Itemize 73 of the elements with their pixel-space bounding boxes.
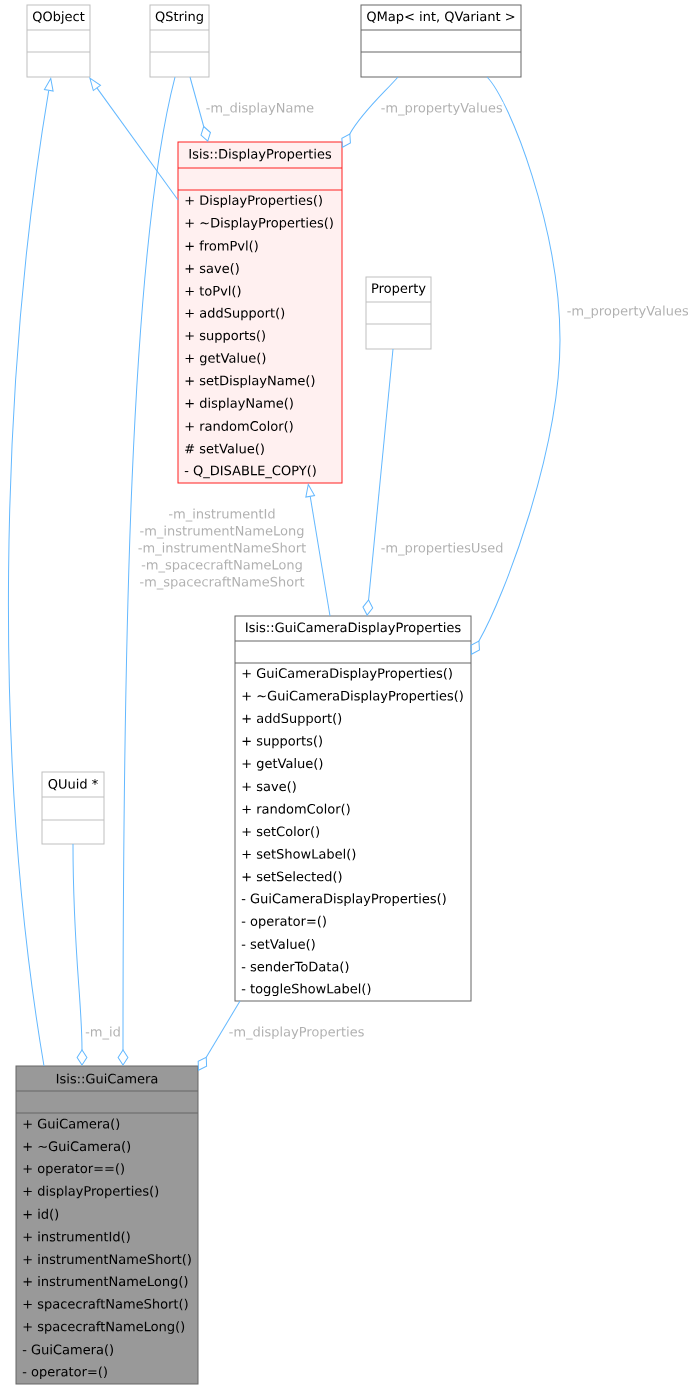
member-function: + ~GuiCamera() bbox=[23, 1141, 131, 1153]
member-function: + instrumentNameShort() bbox=[23, 1254, 191, 1266]
member-function: + displayName() bbox=[185, 397, 293, 411]
member-function: + ~GuiCameraDisplayProperties() bbox=[242, 690, 463, 704]
member-function: + addSupport() bbox=[185, 307, 285, 321]
member-function: + setColor() bbox=[242, 826, 320, 838]
class-box bbox=[149, 4, 210, 78]
class-name: QUuid * bbox=[48, 778, 98, 791]
member-function: - senderToData() bbox=[241, 961, 349, 973]
member-function: + getValue() bbox=[242, 758, 323, 771]
member-function: + DisplayProperties() bbox=[185, 195, 322, 208]
edge-label: -m_propertiesUsed bbox=[380, 542, 504, 556]
member-function: + fromPvl() bbox=[185, 240, 258, 253]
aggregation-line bbox=[362, 348, 394, 616]
class-box bbox=[360, 4, 522, 78]
edge-label: -m_displayProperties bbox=[228, 1026, 365, 1040]
member-function: + spacecraftNameShort() bbox=[23, 1298, 188, 1312]
edge-label: -m_propertyValues bbox=[566, 305, 690, 319]
class-name: QObject bbox=[32, 11, 85, 24]
member-function: - toggleShowLabel() bbox=[241, 983, 371, 997]
member-function: + supports() bbox=[185, 330, 265, 343]
class-name: Isis::DisplayProperties bbox=[189, 148, 332, 162]
member-function: + operator==() bbox=[23, 1163, 124, 1176]
member-function: + instrumentNameLong() bbox=[23, 1276, 188, 1289]
edge-label: -m_id bbox=[84, 1026, 122, 1040]
inheritance-arrow bbox=[305, 483, 331, 617]
member-function: + setDisplayName() bbox=[185, 375, 315, 388]
member-function: - operator=() bbox=[22, 1366, 107, 1379]
edge-label: -m_displayName bbox=[205, 102, 315, 116]
member-function: - GuiCameraDisplayProperties() bbox=[241, 893, 446, 906]
member-function: + spacecraftNameLong() bbox=[23, 1321, 185, 1334]
aggregation-line bbox=[341, 76, 399, 148]
member-function: + toPvl() bbox=[185, 285, 241, 298]
class-box bbox=[26, 4, 91, 78]
class-name: Isis::GuiCameraDisplayProperties bbox=[246, 622, 461, 635]
class-box bbox=[365, 276, 432, 350]
member-function: + displayProperties() bbox=[23, 1185, 159, 1199]
member-function: + randomColor() bbox=[185, 420, 293, 433]
member-function: + GuiCamera() bbox=[23, 1118, 120, 1131]
edge-label: -m_instrumentId -m_instrumentNameLong -m_instrumentNameShort -m_spacecraftNameLong -m_spacecraftNameShort bbox=[135, 508, 309, 590]
class-box bbox=[234, 615, 472, 1002]
inheritance-arrow bbox=[89, 77, 179, 201]
member-function: + supports() bbox=[242, 735, 322, 749]
class-box bbox=[41, 771, 105, 845]
member-function: + setSelected() bbox=[242, 871, 342, 883]
aggregation-line bbox=[189, 76, 211, 142]
class-name: QString bbox=[155, 11, 203, 24]
member-function: - GuiCamera() bbox=[22, 1344, 113, 1356]
class-name: QMap< int, QVariant > bbox=[367, 11, 515, 24]
inheritance-arrow bbox=[8, 77, 54, 1067]
member-function: - setValue() bbox=[241, 938, 315, 951]
member-function: + getValue() bbox=[185, 352, 266, 366]
aggregation-line bbox=[197, 1000, 241, 1071]
member-function: + setShowLabel() bbox=[242, 848, 356, 861]
edge-label: -m_propertyValues bbox=[380, 102, 504, 116]
member-function: + save() bbox=[242, 781, 296, 793]
class-box bbox=[177, 141, 343, 484]
member-function: + randomColor() bbox=[242, 803, 350, 816]
member-function: + save() bbox=[185, 263, 239, 275]
member-function: # setValue() bbox=[185, 443, 264, 455]
member-function: + instrumentId() bbox=[23, 1231, 130, 1243]
aggregation-line bbox=[117, 76, 176, 1066]
class-name: Property bbox=[372, 283, 426, 296]
aggregation-line bbox=[72, 843, 88, 1066]
class-box bbox=[15, 1065, 199, 1385]
member-function: + id() bbox=[23, 1208, 59, 1221]
aggregation-line bbox=[470, 76, 561, 655]
member-function: - Q_DISABLE_COPY() bbox=[184, 465, 316, 479]
class-name: Isis::GuiCamera bbox=[56, 1073, 158, 1084]
member-function: + GuiCameraDisplayProperties() bbox=[242, 668, 452, 681]
member-function: + addSupport() bbox=[242, 713, 342, 726]
member-function: - operator=() bbox=[241, 915, 326, 929]
member-function: + ~DisplayProperties() bbox=[185, 217, 333, 231]
